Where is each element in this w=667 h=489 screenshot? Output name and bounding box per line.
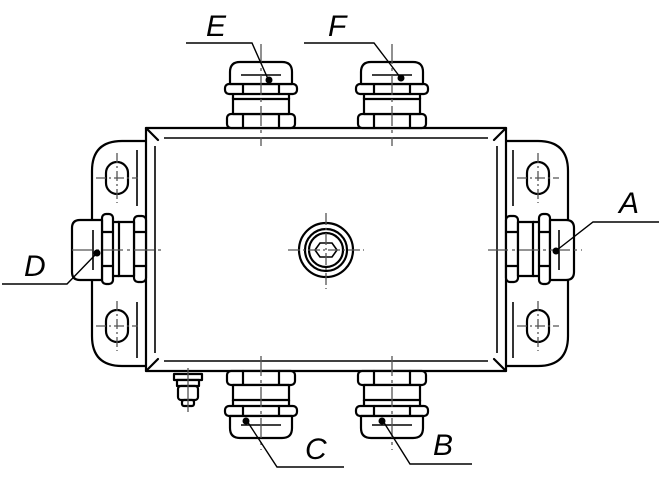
leader-A xyxy=(552,221,659,255)
cable-gland-A xyxy=(488,212,582,286)
label-E: E xyxy=(206,10,227,43)
cable-gland-D xyxy=(70,212,162,286)
mounting-hole-icon xyxy=(96,301,138,351)
cable-gland-E xyxy=(223,44,299,146)
cable-gland-C xyxy=(223,356,299,450)
label-A: A xyxy=(617,187,639,220)
mounting-hole-icon xyxy=(517,301,559,351)
mounting-hole-icon xyxy=(96,153,138,203)
ground-terminal-icon xyxy=(172,368,204,412)
label-D: D xyxy=(24,250,46,283)
cable-gland-B xyxy=(354,356,430,450)
cable-gland-F xyxy=(354,44,430,146)
label-C: C xyxy=(305,433,327,466)
leader-F xyxy=(304,42,405,82)
center-hex-screw-icon xyxy=(288,213,364,289)
right-mounting-flange xyxy=(504,139,570,368)
leader-D xyxy=(2,249,101,285)
mounting-hole-icon xyxy=(517,153,559,203)
leader-B xyxy=(378,417,472,465)
leader-C xyxy=(242,417,344,468)
label-B: B xyxy=(433,429,453,462)
leader-E xyxy=(186,42,273,84)
label-F: F xyxy=(328,10,348,43)
